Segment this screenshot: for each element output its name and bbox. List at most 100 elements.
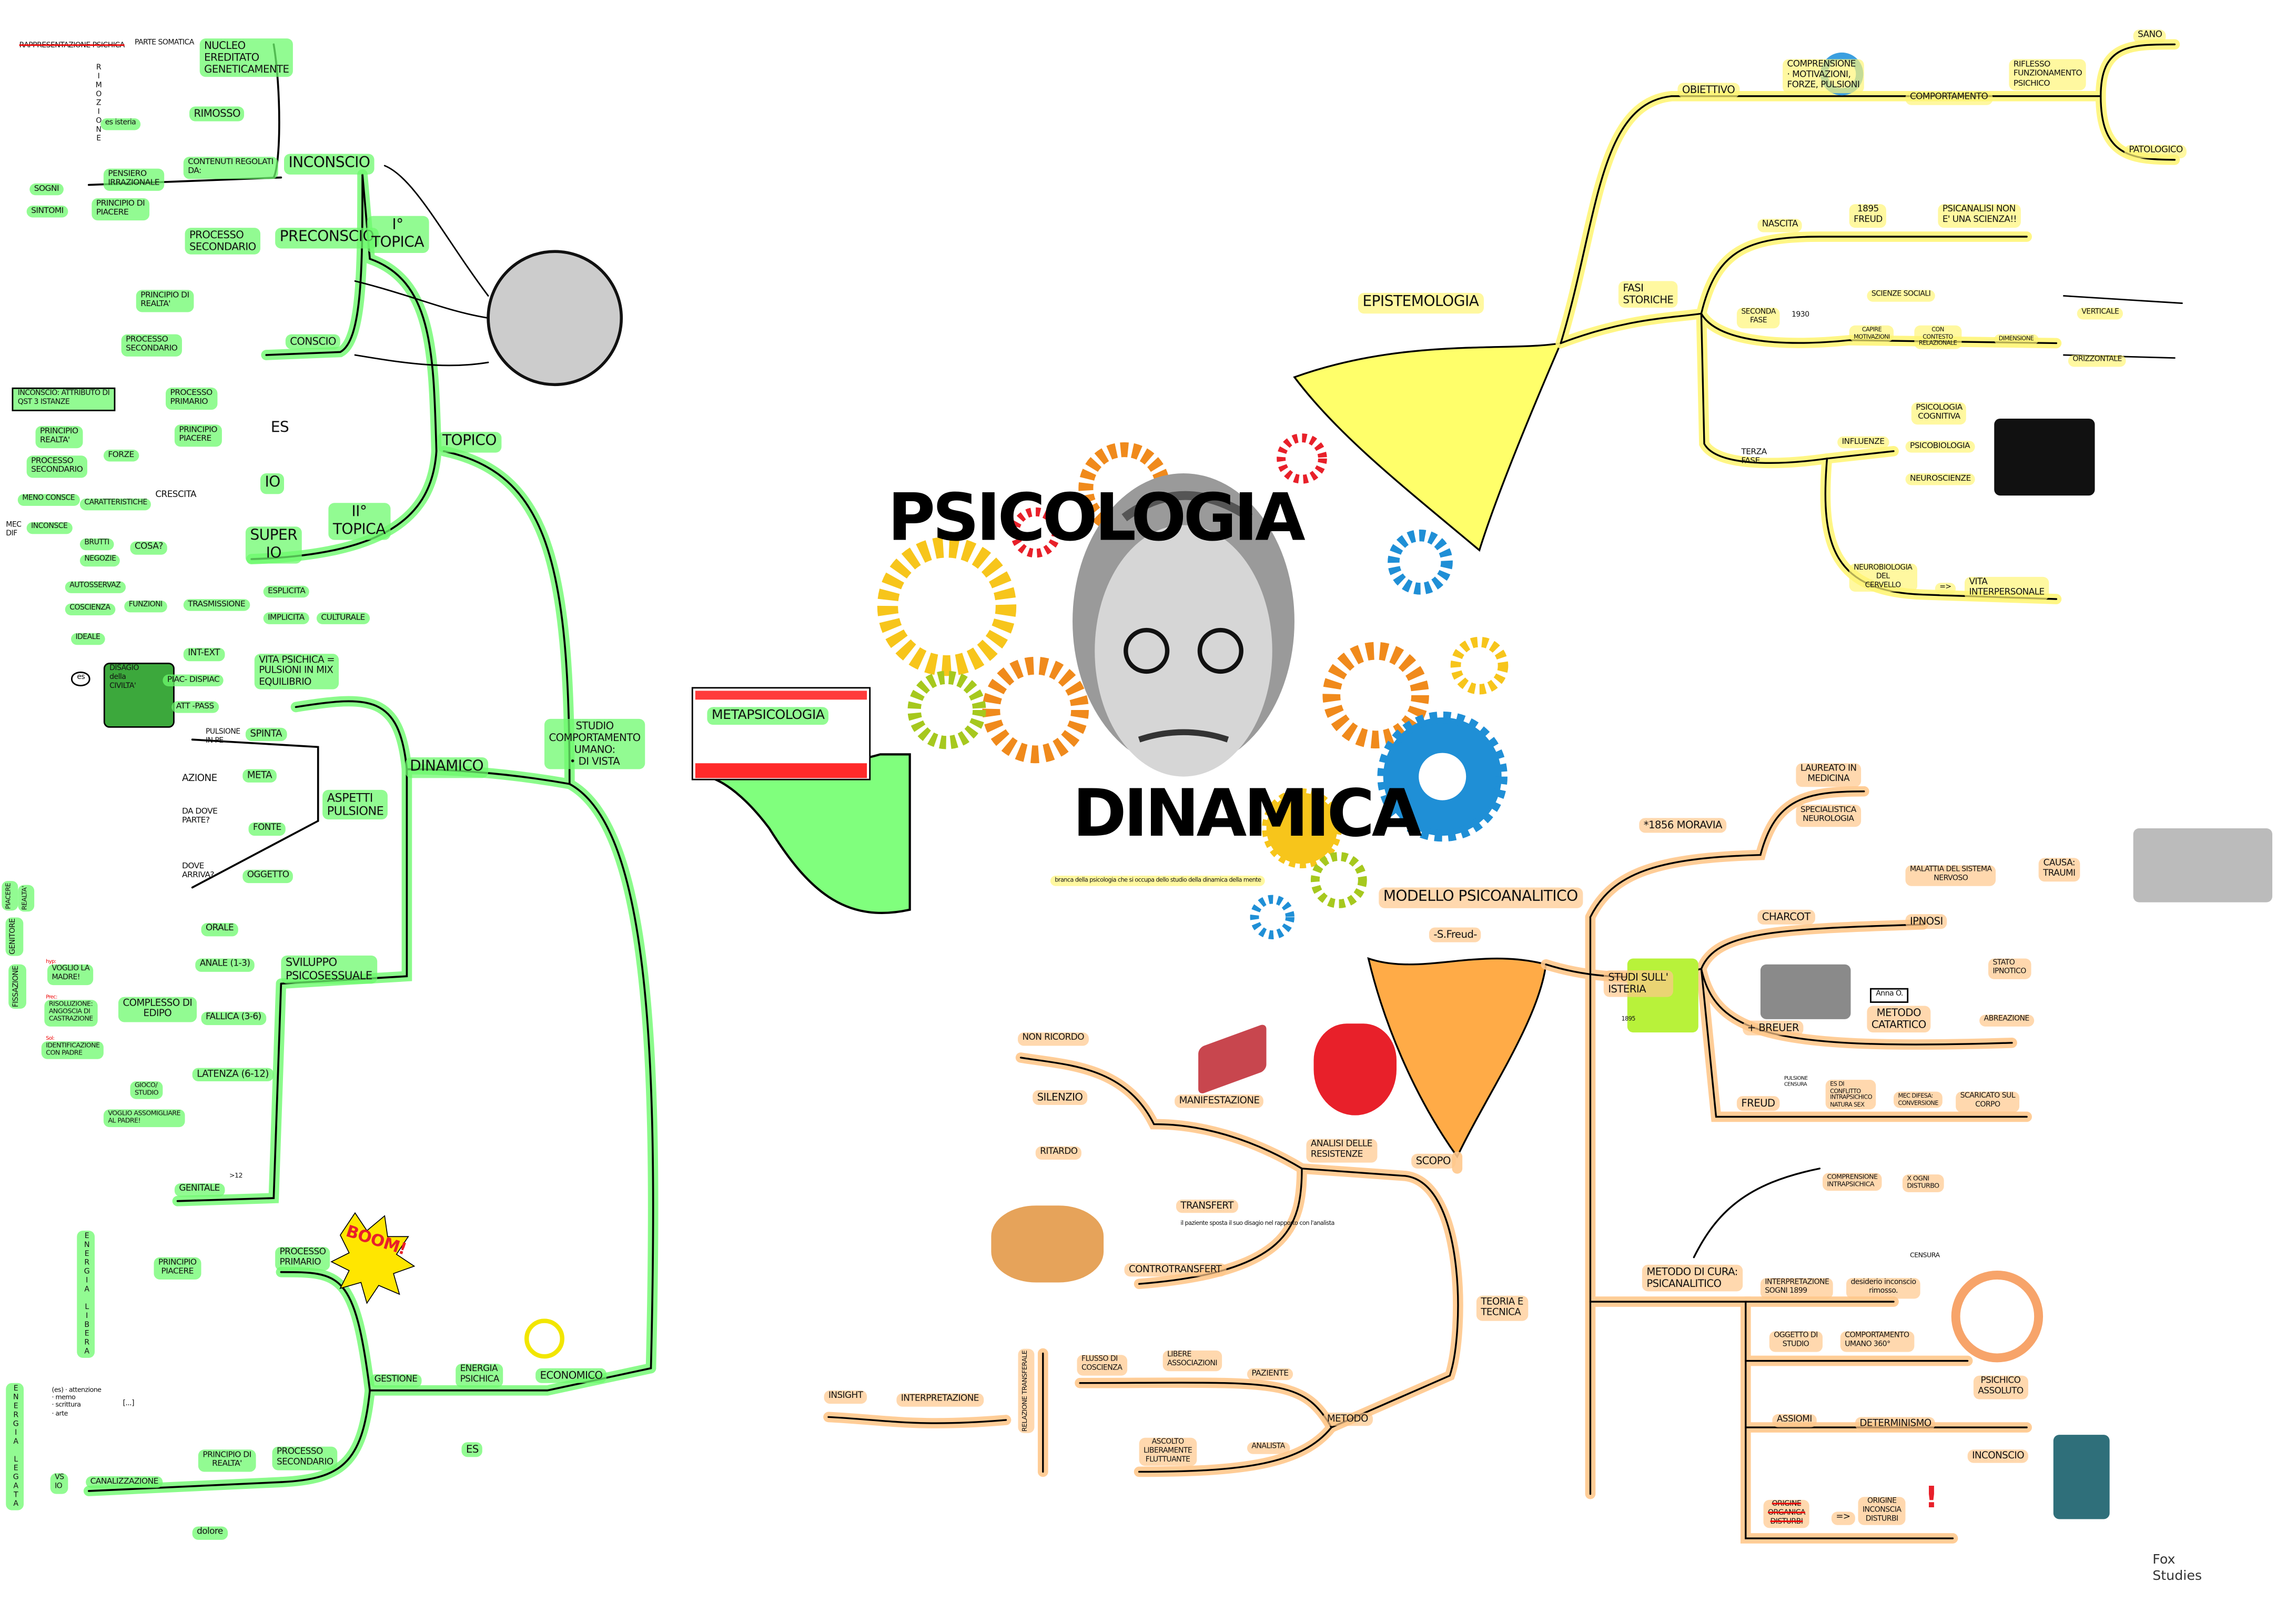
node-s-freud: -S.Freud-: [1429, 927, 1482, 942]
node-principio-piacere-3: PRINCIPIO PIACERE: [154, 1257, 201, 1279]
brain-fibers-image: [1994, 418, 2095, 496]
node-fissazione: FISSAZIONE: [8, 964, 26, 1009]
node-negozie: NEGOZIE: [79, 554, 120, 566]
node-complesso-edipo: COMPLESSO di EDIPO: [118, 997, 197, 1022]
node-es: ES: [270, 420, 289, 437]
node-preconscio: PRECONSCIO: [275, 228, 379, 248]
node-determinismo: DETERMINISMO: [1855, 1417, 1936, 1432]
node-seconda-fase: SECONDA FASE: [1736, 308, 1781, 328]
node-processo-secondario: PROCESSO SECONDARIO: [185, 228, 260, 255]
node-processo-secondario-2: PROCESSO SECONDARIO: [121, 334, 182, 356]
title-psicologia: PSICOLOGIA: [887, 481, 1306, 556]
node-meno-consce: MENO CONSCE: [17, 494, 79, 506]
node-ritardo: RITARDO: [1035, 1146, 1082, 1160]
node-conscio: CONSCIO: [285, 334, 341, 349]
node-orizzontale: ORIZZONTALE: [2068, 355, 2127, 367]
node-controtransfert: CONTROTRANSFERT: [1124, 1263, 1226, 1277]
node-freud: FREUD: [1736, 1096, 1779, 1111]
note-inconscio: INCONSCIO: Attributo di qst 3 istanze: [12, 387, 116, 411]
node-non-scienza: PSICANALISI NON E' UNA SCIENZA!!: [1938, 204, 2021, 228]
node-processo-primario: PROCESSO PRIMARIO: [166, 387, 217, 410]
node-gioco-studio: GIOCO/ STUDIO: [130, 1081, 163, 1100]
node-fallica: FALLICA (3-6): [201, 1011, 266, 1025]
node-dove-arriva: DOVE ARRIVA?: [181, 862, 215, 881]
label-hyp: hyp:: [46, 958, 56, 965]
node-metodo-cura: METODO di CURA: PSICANALITICO: [1642, 1264, 1743, 1292]
node-origine-organica: ORIGINE ORGANICA DISTURBI: [1763, 1499, 1810, 1529]
fox-studies-logo: Fox Studies: [2152, 1553, 2202, 1585]
node-principio-piacere: PRINCIPIO di PIACERE: [92, 198, 149, 220]
node-genitale: GENITALE: [174, 1183, 225, 1197]
node-implica-2: =>: [1831, 1512, 1855, 1525]
node-parte-somatica: PARTE SOMATICA: [134, 38, 194, 47]
node-nucleo: NUCLEO EREDITATO GENETICAMENTE: [199, 38, 294, 77]
node-verticale: VERTICALE: [2077, 308, 2123, 319]
node-capire-motivazioni: CAPIRE MOTIVAZIONI: [1849, 325, 1895, 342]
node-oggetto-studio: OGGETTO di STUDIO: [1769, 1331, 1823, 1352]
node-paziente: PAZIENTE: [1247, 1368, 1293, 1381]
node-sano: SANO: [2133, 29, 2167, 43]
node-relazione-transferale: RELAZIONE TRANSFERALE: [1018, 1349, 1035, 1433]
node-processo-secondario-4: PROCESSO SECONDARIO: [272, 1446, 338, 1470]
node-energia-legata: ENERGIA LEGATA: [6, 1383, 24, 1510]
freud-portrait: [1073, 473, 1294, 777]
red-hand-illustration: [1313, 1023, 1397, 1115]
node-disagio-civilta: DISAGIO della CIVILTA': [103, 663, 175, 728]
node-comprensione: COMPRENSIONE · MOTIVAZIONI, FORZE, PULSI…: [1783, 59, 1864, 93]
node-inconscio: INCONSCIO: [284, 154, 375, 174]
node-specialistica-neurologia: SPECIALISTICA NEUROLOGIA: [1796, 805, 1861, 827]
node-cosa: COSA?: [130, 541, 168, 555]
node-genitore: GENITORE: [6, 917, 24, 956]
node-coscienza: COSCIENZA: [65, 603, 115, 615]
node-orale: ORALE: [201, 923, 238, 937]
node-att-pass: ATT -PASS: [171, 701, 219, 714]
node-patologico: PATOLOGICO: [2124, 145, 2188, 158]
node-super-io: SUPER IO: [245, 526, 302, 564]
node-crescita: CRESCITA: [155, 489, 197, 500]
node-rimozione: RIMOZIONE: [94, 63, 104, 144]
node-studio-comportamento: STUDIO COMPORTAMENTO UMANO: • di VISTA: [544, 718, 645, 770]
node-metodo: METODO: [1322, 1412, 1373, 1427]
node-flusso-coscienza: FLUSSO di COSCIENZA: [1077, 1355, 1127, 1375]
node-io: IO: [260, 473, 285, 493]
node-interpretazione-sogni: INTERPRETAZIONE SOGNI 1899: [1760, 1278, 1834, 1298]
node-fonte: FONTE: [248, 822, 286, 836]
node-analista: ANALISTA: [1247, 1442, 1290, 1454]
node-ascolto: ASCOLTO LIBERAMENTE FLUTTUANTE: [1139, 1437, 1197, 1466]
node-scopo: SCOPO: [1411, 1153, 1455, 1169]
node-gestione: GESTIONE: [370, 1374, 422, 1387]
node-ecc: [...]: [123, 1399, 135, 1408]
node-esempi: (es) · attenzione · memo · scrittura · a…: [52, 1387, 102, 1418]
node-dinamico: DINAMICO: [405, 757, 488, 777]
node-energia-libera: ENERGIA LIBERA: [77, 1231, 95, 1358]
node-meccanismo-difesa: MEC DIFESA: CONVERSIONE: [1894, 1091, 1943, 1109]
label-sol: Sol:: [46, 1035, 55, 1041]
node-inconscio-2: INCONSCIO: [1967, 1449, 2029, 1464]
node-neurobiologia: NEUROBIOLOGIA del CERVELLO: [1849, 563, 1917, 592]
node-obiettivo: OBIETTIVO: [1677, 83, 1739, 98]
node-funzioni: FUNZIONI: [124, 600, 167, 612]
node-identificazione-padre: IDENTIFICAZIONE CON PADRE: [41, 1041, 104, 1060]
node-sintomi: SINTOMI: [26, 205, 68, 218]
node-metodo-catartico: METODO CATARTICO: [1867, 1006, 1931, 1033]
node-contenuti: CONTENUTI REGOLATI da:: [183, 157, 278, 179]
node-processo-secondario-3: PROCESSO SECONDARIO: [26, 455, 87, 478]
node-oggetto: OGGETTO: [242, 869, 294, 883]
hysteria-photos: [2133, 828, 2272, 902]
node-terza-fase: TERZA FASE: [1741, 448, 1767, 466]
node-comportamento: COMPORTAMENTO: [1905, 92, 1992, 105]
node-dimensione: DIMENSIONE: [1994, 334, 2038, 344]
node-azione: AZIONE: [181, 772, 217, 784]
node-piacere: PIACERE: [1, 881, 18, 911]
node-neuroscienze: NEUROSCIENZE: [1905, 473, 1976, 486]
node-desiderio-inconscio: desiderio inconscio rimosso.: [1846, 1278, 1920, 1298]
node-esplicita: ESPLICITA: [263, 585, 310, 599]
node-principio-piacere-2: PRINCIPIO PIACERE: [174, 424, 222, 447]
node-rimosso: RIMOSSO: [189, 106, 245, 121]
node-topico: TOPICO: [438, 432, 501, 452]
node-abreazione: ABREAZIONE: [1979, 1015, 2034, 1027]
inconscio-image: [2053, 1435, 2110, 1519]
node-moravia: *1856 MORAVIA: [1639, 818, 1727, 833]
node-int-ext: INT-EXT: [183, 647, 225, 661]
